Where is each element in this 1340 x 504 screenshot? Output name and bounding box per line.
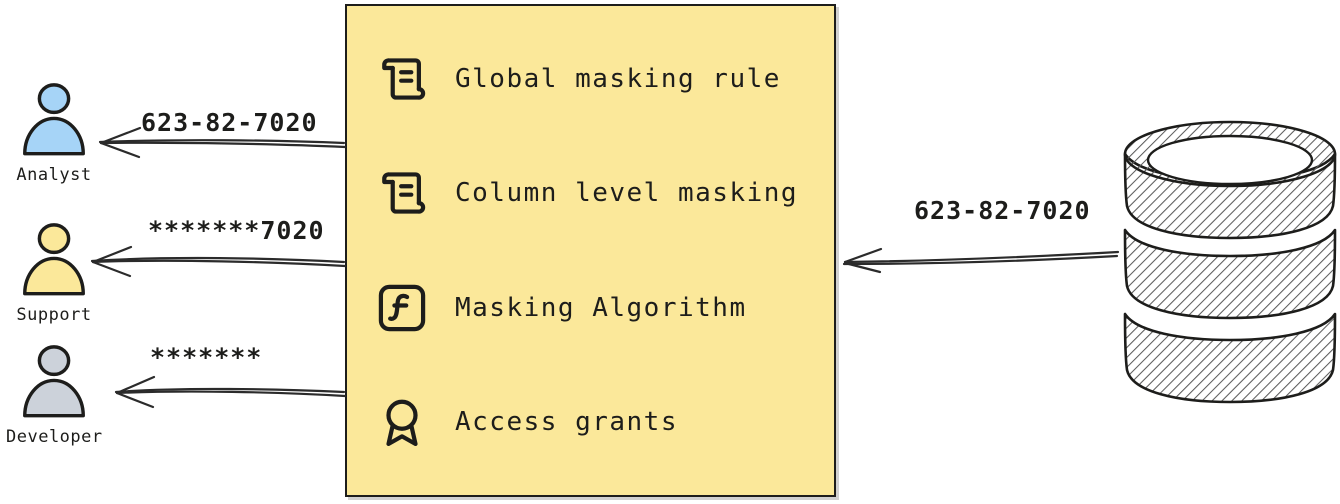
policy-label: Access grants bbox=[455, 406, 678, 437]
policy-label: Masking Algorithm bbox=[455, 292, 747, 323]
arrow-source-to-panel bbox=[842, 247, 1120, 274]
policy-row-access-grants[interactable]: Access grants bbox=[375, 376, 836, 468]
user-icon bbox=[23, 345, 85, 418]
consumer-analyst[interactable]: Analyst bbox=[6, 78, 102, 185]
scroll-icon bbox=[375, 166, 429, 220]
flow-value-source: 623-82-7020 bbox=[914, 196, 1091, 225]
scroll-icon bbox=[375, 52, 429, 106]
masking-policy-panel bbox=[345, 4, 836, 497]
policy-row-column-level-masking[interactable]: Column level masking bbox=[375, 147, 836, 239]
consumer-name: Support bbox=[16, 305, 92, 325]
policy-label: Column level masking bbox=[455, 178, 799, 209]
award-icon bbox=[375, 395, 429, 449]
consumer-name: Developer bbox=[6, 427, 103, 447]
database-shape bbox=[1123, 120, 1337, 404]
arrow-to-developer bbox=[114, 375, 347, 409]
arrow-to-support bbox=[90, 245, 347, 278]
policy-row-global-masking-rule[interactable]: Global masking rule bbox=[375, 33, 836, 125]
consumer-name: Analyst bbox=[16, 165, 92, 185]
policy-label: Global masking rule bbox=[455, 64, 781, 95]
user-icon bbox=[23, 83, 85, 156]
user-icon bbox=[23, 223, 85, 296]
consumer-support[interactable]: Support bbox=[6, 218, 102, 325]
policy-row-masking-algorithm[interactable]: Masking Algorithm bbox=[375, 262, 836, 354]
consumer-developer[interactable]: Developer bbox=[6, 340, 102, 447]
flow-value-analyst: 623-82-7020 bbox=[141, 108, 318, 137]
function-icon bbox=[375, 281, 429, 335]
database-icon[interactable] bbox=[1118, 118, 1340, 404]
flow-value-support: *******7020 bbox=[148, 216, 325, 245]
flow-value-developer: ******* bbox=[150, 343, 263, 372]
masking-policy-list: Global masking rule Column level masking bbox=[345, 4, 836, 497]
